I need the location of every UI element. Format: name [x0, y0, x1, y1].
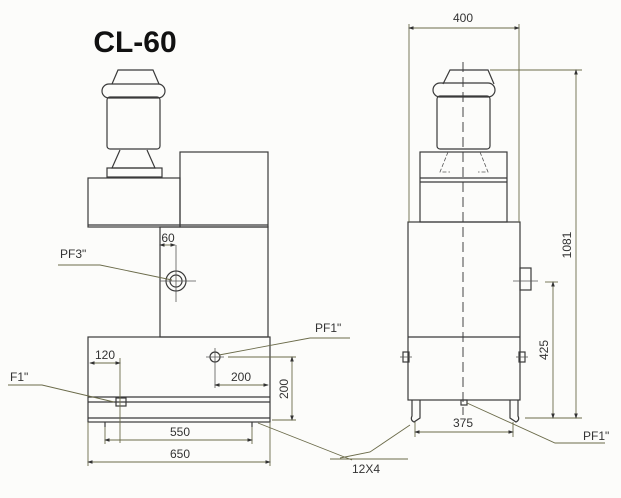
dim-1081: 1081 [560, 231, 574, 258]
base-tank [87, 336, 271, 423]
drain-port [460, 399, 468, 406]
label-12x4: 12X4 [352, 462, 380, 476]
model-title: CL-60 [93, 26, 176, 59]
top-housing [179, 151, 269, 228]
tank-side [407, 221, 521, 401]
label-pf1-front: PF1" [315, 321, 341, 335]
side-view: 400 1081 425 375 PF1" [400, 11, 609, 444]
dim-375: 375 [453, 416, 473, 430]
dim-650: 650 [170, 447, 190, 461]
front-view: 60 PF3" PF1" 120 200 200 F1" 550 650 12X… [8, 69, 411, 476]
side-port [519, 267, 532, 291]
dim-120: 120 [95, 348, 115, 362]
f1-port [115, 397, 127, 407]
motor-side [432, 69, 496, 150]
dim-200-vertical: 200 [277, 379, 291, 399]
left-foot [410, 400, 421, 423]
gearbox [87, 177, 181, 228]
motor [101, 69, 166, 178]
dim-425: 425 [537, 340, 551, 360]
right-foot [509, 400, 520, 423]
dim-550: 550 [170, 425, 190, 439]
label-pf1-side: PF1" [583, 429, 609, 443]
dim-200-horizontal: 200 [231, 370, 251, 384]
pf3-port [160, 245, 196, 302]
side-bolts [400, 351, 528, 363]
label-pf3: PF3" [60, 247, 86, 261]
dim-60: 60 [161, 231, 175, 245]
dim-400: 400 [453, 11, 473, 25]
pf1-port [206, 348, 224, 388]
label-f1: F1" [10, 370, 28, 384]
